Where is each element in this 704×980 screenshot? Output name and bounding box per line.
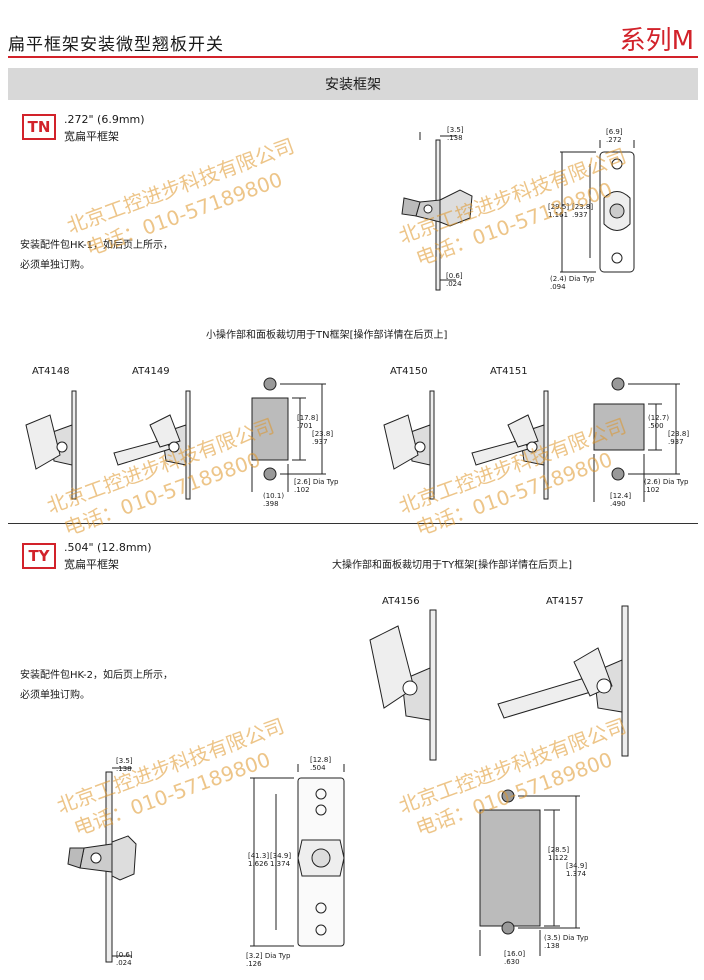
watermark-company: 北京工控进步科技有限公司	[63, 133, 298, 239]
ty-kit-line2: 必须单独订购。	[20, 690, 90, 701]
model-at4150: AT4150	[390, 366, 428, 377]
ty-side-dim-top: [3.5] .138	[116, 757, 133, 773]
title-rule	[8, 56, 698, 58]
ty-code: TY	[28, 547, 50, 565]
tn-cut2-dim-h: (12.7) .500	[648, 414, 670, 430]
ty-code-badge: TY	[22, 543, 56, 569]
at4151-drawing	[471, 390, 549, 500]
model-at4148: AT4148	[32, 366, 70, 377]
at4150-drawing	[383, 390, 435, 500]
model-at4157: AT4157	[546, 596, 584, 607]
section-title: 安装框架	[325, 77, 381, 93]
tn-front-dim-h1: [29.5] 1.161	[548, 203, 570, 219]
at4149-drawing	[113, 390, 191, 500]
tn-frame: 宽扁平框架	[64, 130, 119, 143]
tn-cutout-caption: 小操作部和面板裁切用于TN框架[操作部详情在后页上]	[206, 330, 448, 341]
model-at4149: AT4149	[132, 366, 170, 377]
ty-front-dim-h2: [34.9] 1.374	[270, 852, 292, 868]
tn-thickness: .272" (6.9mm)	[64, 113, 145, 126]
ty-frame: 宽扁平框架	[64, 558, 119, 571]
tn-kit-line2: 必须单独订购。	[20, 260, 90, 271]
series-title: 系列M	[619, 26, 694, 56]
tn-side-dim-top: [3.5] .138	[447, 126, 464, 142]
tn-front-view-drawing	[560, 140, 635, 273]
ty-front-view-drawing	[250, 764, 345, 947]
ty-cutout-drawing	[479, 789, 580, 956]
ty-side-view-drawing	[67, 767, 137, 963]
ty-front-dim-hole: [3.2] Dia Typ .126	[246, 952, 291, 968]
tn-cut2-dim-w: [12.4] .490	[610, 492, 632, 508]
tn-cut2-dim-total: [23.8] .937	[668, 430, 690, 446]
tn-front-dim-h2: [23.8] .937	[572, 203, 594, 219]
tn-side-dim-bottom: [0.6] .024	[446, 272, 463, 288]
section-bar: 安装框架	[8, 68, 698, 100]
ty-front-dim-h1: [41.3] 1.626	[248, 852, 270, 868]
ty-side-dim-bottom: [0.6] .024	[116, 951, 133, 967]
tn-cut1-dim-w: (10.1) .398	[263, 492, 285, 508]
ty-cut-dim-total: [34.9] 1.374	[566, 862, 588, 878]
ty-cutout-caption: 大操作部和面板裁切用于TY框架[操作部详情在后页上]	[332, 560, 573, 571]
ty-kit-line1: 安装配件包HK-2，如后页上所示，	[20, 670, 173, 681]
tn-front-dim-hole: (2.4) Dia Typ .094	[550, 275, 595, 291]
tn-code-badge: TN	[22, 114, 56, 140]
tn-cutout-2-drawing	[593, 377, 680, 502]
tn-cut1-dim-total: [23.8] .937	[312, 430, 334, 446]
tn-cut1-dim-hole: [2.6] Dia Typ .102	[294, 478, 339, 494]
tn-code: TN	[27, 118, 51, 136]
tn-cut2-dim-hole: (2.6) Dia Typ .102	[644, 478, 689, 494]
ty-cut-dim-w: [16.0] .630	[504, 950, 526, 966]
tn-kit-line1: 安装配件包HK-1，如后页上所示，	[20, 240, 173, 251]
tn-cutout-1-drawing	[251, 377, 326, 492]
ty-cut-dim-hole: (3.5) Dia Typ .138	[544, 934, 589, 950]
model-at4151: AT4151	[490, 366, 528, 377]
tn-cut1-dim-h: [17.8] .701	[297, 414, 319, 430]
ty-front-dim-width: [12.8] .504	[310, 756, 332, 772]
ty-thickness: .504" (12.8mm)	[64, 541, 152, 554]
at4148-drawing	[25, 390, 77, 500]
ty-cut-dim-h: [28.5] 1.122	[548, 846, 570, 862]
tn-front-dim-width: [6.9] .272	[606, 128, 623, 144]
at4156-drawing	[369, 609, 437, 761]
page-title: 扁平框架安装微型翘板开关	[8, 35, 224, 55]
model-at4156: AT4156	[382, 596, 420, 607]
section-divider	[8, 523, 698, 524]
tn-side-view-drawing	[401, 132, 473, 291]
at4157-drawing	[497, 605, 629, 757]
